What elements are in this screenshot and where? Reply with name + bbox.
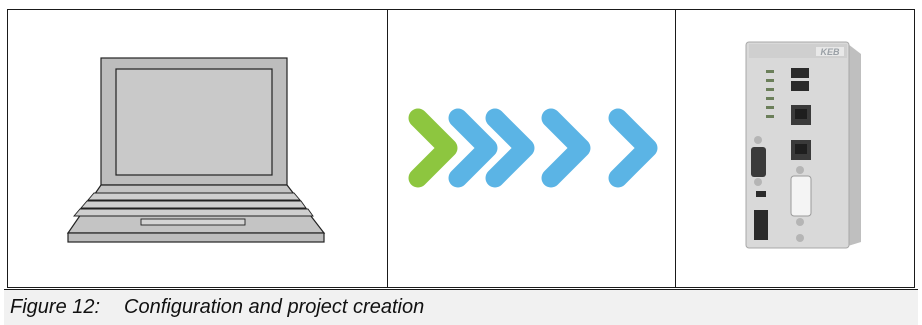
figure-number: Figure 12: [10,296,101,318]
forward-arrows-icon [408,108,658,188]
laptop-icon [66,57,326,243]
brand-logo: KEB [820,47,840,57]
figure-caption: Figure 12: Configuration and project crea… [4,289,918,325]
control-unit-device: KEB [745,41,861,249]
laptop-cell [8,10,387,287]
arrows-cell [387,10,675,287]
figure-title: Configuration and project creation [124,296,425,318]
figure-table: KEB [7,9,915,288]
device-cell: KEB [675,10,914,287]
